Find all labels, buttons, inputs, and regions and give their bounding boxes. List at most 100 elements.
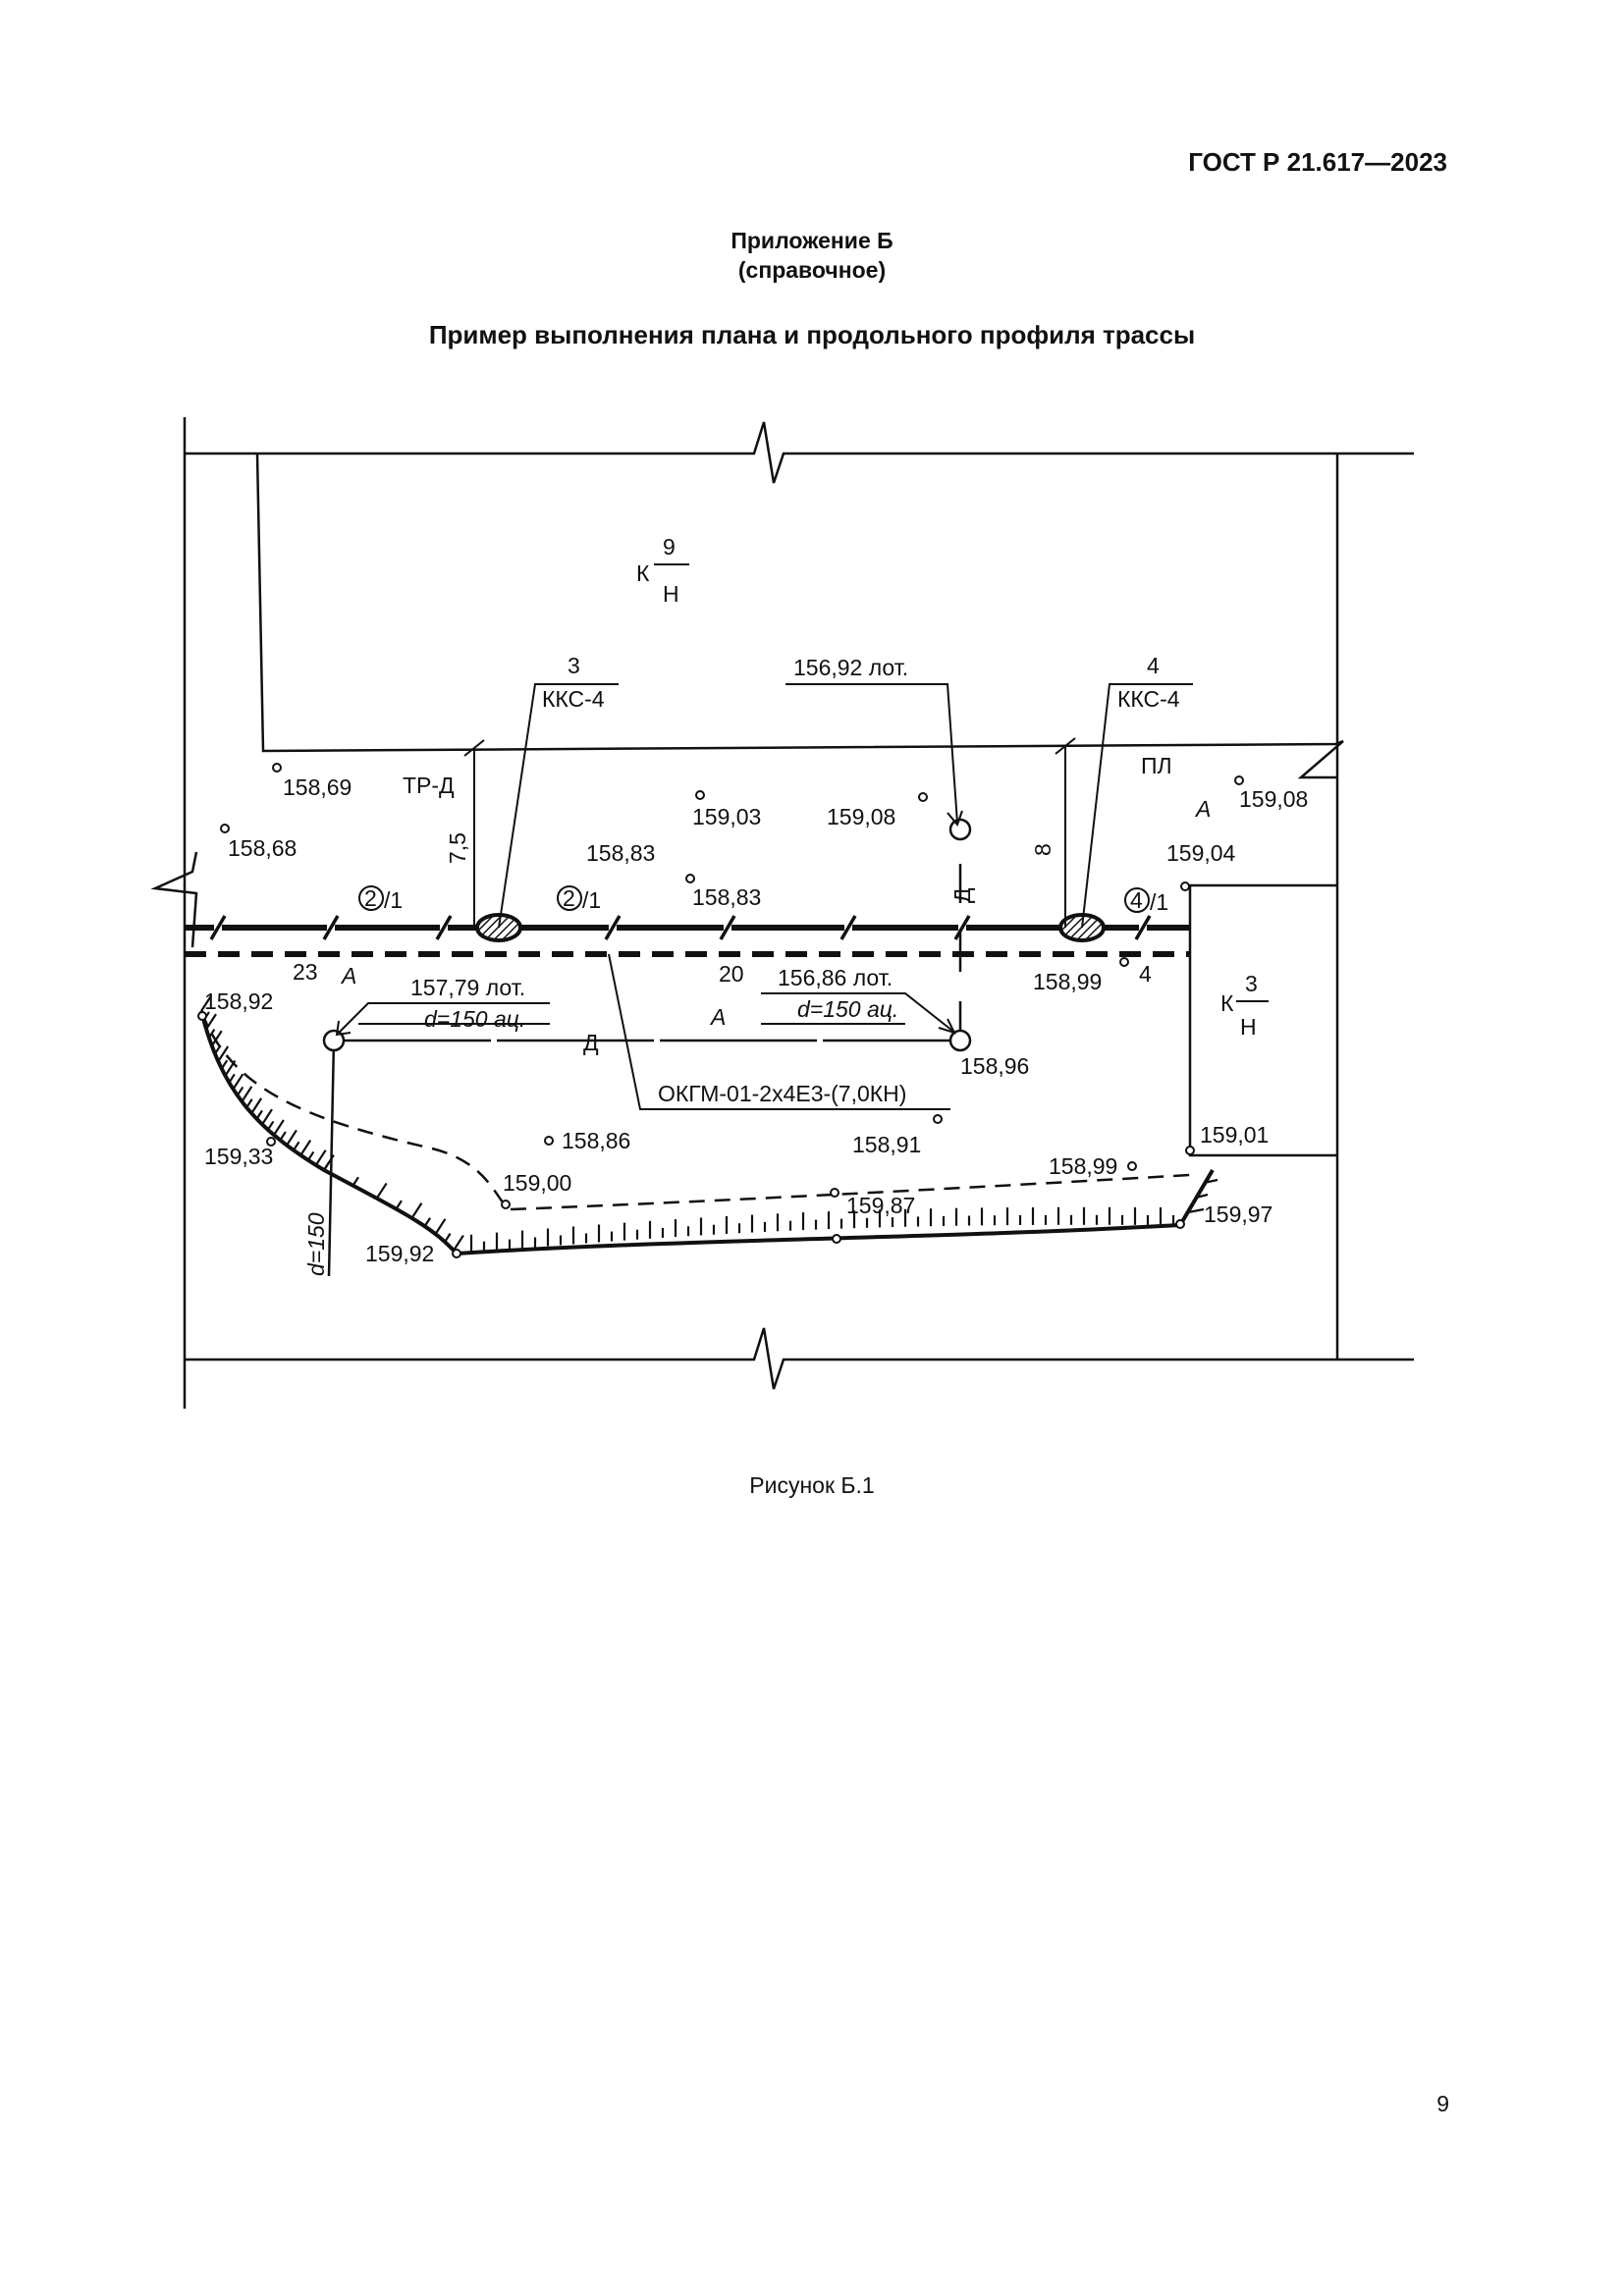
slope-tick bbox=[266, 1120, 275, 1131]
svg-text:3: 3 bbox=[1245, 971, 1258, 996]
drain-top-label: 156,92 лот. bbox=[793, 655, 908, 680]
svg-text:159,92: 159,92 bbox=[365, 1241, 434, 1266]
slope-bottom-solid bbox=[199, 1010, 1215, 1256]
label-d-150-vertical: d=150 bbox=[303, 1212, 329, 1276]
slope-tick bbox=[453, 1234, 464, 1252]
cable-mark-2: 2 /1 bbox=[557, 885, 601, 913]
slope-tick bbox=[261, 1108, 273, 1126]
label-a-3: А bbox=[1194, 796, 1211, 822]
slope-tick bbox=[352, 1176, 359, 1187]
slope-tick bbox=[255, 1109, 263, 1120]
svg-text:К: К bbox=[636, 561, 650, 586]
svg-text:159,08: 159,08 bbox=[827, 804, 895, 829]
svg-text:159,08: 159,08 bbox=[1239, 786, 1308, 812]
document-code: ГОСТ Р 21.617—2023 bbox=[1188, 147, 1447, 177]
svg-text:158,96: 158,96 bbox=[960, 1053, 1029, 1079]
slope-tick bbox=[375, 1182, 388, 1200]
building-outline bbox=[255, 453, 1344, 779]
cable-mark-3: 4 /1 bbox=[1124, 887, 1168, 915]
svg-text:158,86: 158,86 bbox=[562, 1128, 630, 1153]
svg-text:Н: Н bbox=[663, 581, 679, 607]
slope-tick bbox=[220, 1059, 229, 1070]
building-right-label: К 3 Н bbox=[1220, 971, 1269, 1040]
curb-line bbox=[1188, 883, 1337, 1157]
label-4: 4 bbox=[1139, 961, 1152, 987]
slope-tick bbox=[293, 1141, 300, 1151]
slope-tick bbox=[423, 1217, 432, 1227]
slope-tick bbox=[224, 1059, 237, 1077]
label-23: 23 bbox=[293, 959, 318, 985]
svg-text:158,83: 158,83 bbox=[692, 884, 761, 910]
figure-caption: Рисунок Б.1 bbox=[749, 1472, 875, 1498]
slope-tick bbox=[1195, 1193, 1209, 1200]
label-a-2: А bbox=[709, 1004, 726, 1030]
drain-right-label: 156,86 лот. bbox=[778, 965, 893, 990]
svg-text:159,33: 159,33 bbox=[204, 1144, 273, 1169]
well-3-type: ККС-4 bbox=[542, 686, 605, 712]
drain-right-pipe: d=150 ац. bbox=[797, 996, 898, 1022]
well-4-number: 4 bbox=[1147, 653, 1160, 678]
slope-tick bbox=[279, 1131, 287, 1142]
drain-left-pipe: d=150 ац. bbox=[424, 1006, 525, 1032]
label-dist-8: 8 bbox=[1030, 843, 1056, 856]
slope-tick bbox=[1203, 1178, 1218, 1185]
svg-text:159,03: 159,03 bbox=[692, 804, 761, 829]
svg-text:158,91: 158,91 bbox=[852, 1132, 921, 1157]
drain-well-right bbox=[948, 1029, 972, 1052]
cable-label: ОКГМ-01-2x4Е3-(7,0КН) bbox=[658, 1081, 906, 1106]
elevation-markers bbox=[197, 763, 1244, 1258]
building-top-label: К 9 Н bbox=[636, 534, 689, 607]
frame-lines bbox=[183, 417, 1414, 1409]
label-tr-d: ТР-Д bbox=[403, 773, 455, 798]
svg-text:159,01: 159,01 bbox=[1200, 1122, 1269, 1148]
drain-leaders bbox=[335, 683, 963, 1037]
svg-text:158,92: 158,92 bbox=[204, 988, 273, 1014]
label-pl: ПЛ bbox=[1141, 753, 1172, 778]
well-leaders bbox=[498, 683, 1193, 929]
label-dist-7-5: 7,5 bbox=[445, 832, 470, 864]
svg-text:158,99: 158,99 bbox=[1049, 1153, 1117, 1179]
svg-text:2: 2 bbox=[563, 885, 575, 911]
appendix-type: (справочное) bbox=[737, 257, 887, 283]
label-a-1: А bbox=[340, 963, 356, 988]
appendix-heading: Пример выполнения плана и продольного пр… bbox=[428, 320, 1196, 349]
slope-tick bbox=[217, 1045, 230, 1062]
slope-tick bbox=[207, 1029, 216, 1039]
svg-text:/1: /1 bbox=[582, 887, 601, 913]
slope-tick bbox=[214, 1044, 222, 1055]
slope-tick bbox=[236, 1086, 244, 1096]
svg-text:159,00: 159,00 bbox=[503, 1170, 571, 1196]
cable-route-slashes bbox=[209, 915, 1152, 940]
slope-top-dashed bbox=[199, 1010, 1191, 1211]
slope-tick bbox=[232, 1073, 244, 1091]
slope-hatch bbox=[200, 995, 1218, 1253]
slope-tick bbox=[395, 1200, 403, 1210]
label-d-vert: Д bbox=[949, 887, 975, 903]
drain-well-top bbox=[948, 818, 972, 841]
page-number: 9 bbox=[1436, 2091, 1449, 2116]
svg-text:158,83: 158,83 bbox=[586, 840, 655, 866]
slope-tick bbox=[250, 1097, 263, 1114]
slope-tick bbox=[299, 1139, 312, 1156]
well-4-type: ККС-4 bbox=[1117, 686, 1180, 712]
slope-tick bbox=[286, 1129, 298, 1147]
elevation-labels: 158,69 158,68 159,03 159,08 159,08 158,8… bbox=[204, 774, 1308, 1266]
slope-tick bbox=[323, 1154, 335, 1171]
svg-text:158,99: 158,99 bbox=[1033, 969, 1102, 994]
svg-text:159,04: 159,04 bbox=[1166, 840, 1236, 866]
slope-tick bbox=[444, 1233, 452, 1243]
svg-text:159,87: 159,87 bbox=[846, 1193, 915, 1218]
svg-text:4: 4 bbox=[1130, 887, 1143, 913]
drain-well-left bbox=[322, 1029, 346, 1052]
svg-text:/1: /1 bbox=[1150, 889, 1168, 915]
slope-tick bbox=[1187, 1207, 1205, 1214]
svg-text:2: 2 bbox=[364, 885, 377, 911]
svg-text:/1: /1 bbox=[384, 887, 403, 913]
slope-tick bbox=[241, 1086, 253, 1102]
slope-tick bbox=[306, 1150, 315, 1161]
svg-text:159,97: 159,97 bbox=[1204, 1201, 1272, 1227]
label-d-mid: Д bbox=[583, 1030, 599, 1055]
svg-text:Н: Н bbox=[1240, 1014, 1257, 1040]
svg-text:158,68: 158,68 bbox=[228, 835, 297, 861]
